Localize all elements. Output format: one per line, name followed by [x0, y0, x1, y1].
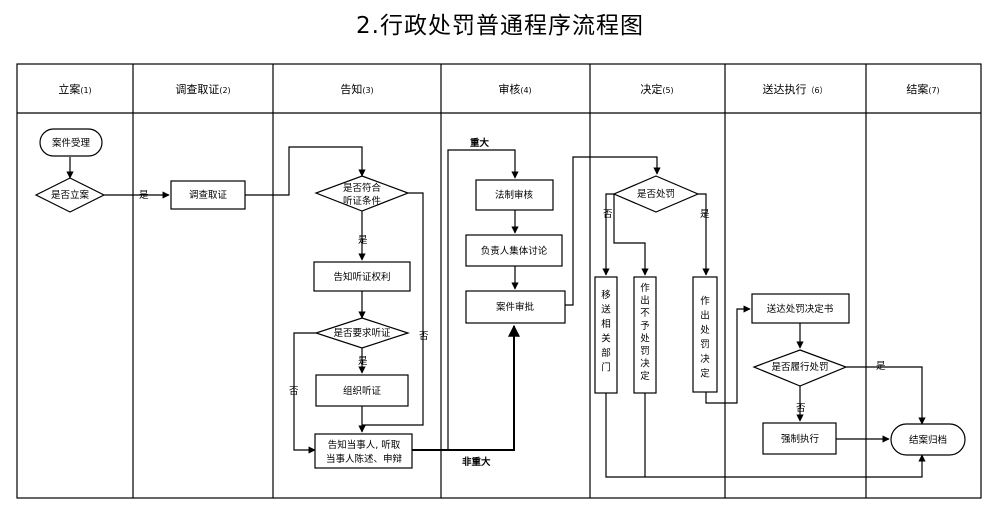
- edge-label-no-punish: 否: [603, 209, 613, 220]
- lane-header-closing: 结案(7): [906, 82, 939, 96]
- label-punish-char: 决: [700, 353, 710, 365]
- label-deliver: 送达处罚决定书: [767, 303, 834, 315]
- label-file-case: 是否立案: [51, 189, 90, 201]
- node-notify-rights: [313, 261, 411, 292]
- label-transfer-char: 门: [601, 362, 611, 374]
- lane-header-notification: 告知(3): [340, 82, 373, 96]
- edge-label-yes-file: 是: [139, 190, 149, 201]
- edge-punish-no-nopunish: [613, 194, 649, 276]
- edge-label-no-hearing: 否: [419, 331, 429, 342]
- label-punish-char: 处: [700, 324, 710, 336]
- edge-transfer-to-close: [605, 393, 926, 478]
- edge-punish-to-deliver: [705, 305, 751, 404]
- label-enforce: 强制执行: [781, 433, 820, 445]
- lane-header-execution: 送达执行（6）: [762, 82, 827, 96]
- label-no-punish-char: 处: [640, 332, 650, 344]
- lane-header-filing: 立案(1): [58, 82, 91, 96]
- node-hearing-cond: [314, 175, 410, 212]
- node-punish: [692, 276, 718, 393]
- label-whether-perform: 是否履行处罚: [771, 361, 828, 373]
- label-accept: 案件受理: [52, 137, 91, 149]
- lane-header-review: 审核(4): [498, 82, 531, 96]
- swimlane-frame: [16, 63, 982, 499]
- label-no-punish-char: 定: [640, 370, 650, 382]
- node-organize-hearing: [315, 374, 409, 407]
- node-transfer: [594, 276, 618, 394]
- label-transfer-char: 关: [601, 333, 611, 345]
- edge-labels: 是 是 是 否 否 重大 非重大 否 是 是 否: [139, 137, 886, 468]
- page-title: 2.行政处罚普通程序流程图: [356, 13, 644, 39]
- edge-label-yes-perform: 是: [876, 361, 886, 372]
- edge-approval-to-punish: [565, 156, 661, 306]
- label-organize-hearing: 组织听证: [343, 385, 382, 397]
- edge-label-yes-hearing: 是: [358, 235, 368, 246]
- label-notify-party-1: 告知当事人, 听取: [328, 439, 401, 451]
- label-transfer-char: 移: [601, 289, 611, 301]
- node-group-discussion: [465, 234, 563, 267]
- label-investigate: 调查取证: [189, 189, 228, 201]
- node-legal-review: [475, 179, 554, 211]
- label-hearing-cond-2: 听证条件: [343, 195, 382, 207]
- label-whether-punish: 是否处罚: [637, 188, 675, 200]
- lane-headers: 立案(1) 调查取证(2) 告知(3) 审核(4) 决定(5) 送达执行（6） …: [58, 82, 939, 96]
- node-labels: 案件受理 是否立案 调查取证 是否符合 听证条件 告知听证权利 是否要求听证 组…: [51, 137, 947, 465]
- edge-label-no-request: 否: [289, 386, 299, 397]
- edge-non-major: [412, 324, 520, 451]
- label-notify-party-2: 当事人陈述、申辩: [326, 453, 403, 465]
- node-file-case: [34, 177, 106, 213]
- label-no-punish-char: 罚: [640, 346, 650, 357]
- label-legal-review: 法制审核: [495, 189, 534, 201]
- label-punish-char: 定: [700, 368, 710, 380]
- label-close: 结案归档: [909, 434, 947, 446]
- label-no-punish-char: 不: [640, 308, 650, 319]
- label-transfer-char: 相: [601, 318, 611, 330]
- label-no-punish-char: 决: [640, 358, 650, 370]
- label-case-approval: 案件审批: [496, 301, 535, 313]
- edge-label-non-major: 非重大: [462, 456, 491, 468]
- label-group-discussion: 负责人集体讨论: [481, 245, 548, 257]
- edge-perform-yes: [846, 366, 926, 425]
- edge-label-major: 重大: [470, 137, 490, 149]
- edge-hearing-cond-no: [362, 192, 424, 426]
- lane-header-decision: 决定(5): [640, 82, 673, 96]
- label-no-punish-char: 予: [640, 321, 650, 332]
- node-close: [890, 423, 966, 456]
- edge-punish-no-transfer: [602, 193, 614, 276]
- node-notify-party: [314, 433, 413, 469]
- label-no-punish-char: 作: [640, 282, 650, 294]
- node-enforce: [762, 422, 837, 455]
- node-whether-punish: [612, 175, 700, 213]
- label-request-hearing: 是否要求听证: [333, 327, 391, 339]
- label-transfer-char: 部: [601, 347, 611, 359]
- edge-punish-yes: [698, 193, 710, 276]
- edge-label-yes-punish: 是: [700, 209, 710, 220]
- label-punish-char: 作: [700, 295, 710, 307]
- node-accept: [39, 128, 103, 157]
- label-no-punish-char: 出: [640, 295, 650, 307]
- node-request-hearing: [314, 317, 410, 349]
- node-case-approval: [465, 290, 566, 324]
- connectors: [66, 146, 926, 478]
- node-no-punish: [633, 276, 657, 394]
- edge-request-no: [293, 332, 316, 454]
- edge-label-no-perform: 否: [796, 403, 806, 414]
- edge-label-yes-request: 是: [358, 356, 368, 367]
- label-notify-rights: 告知听证权利: [333, 271, 390, 283]
- node-deliver: [751, 293, 850, 324]
- node-investigate: [170, 180, 246, 210]
- label-punish-char: 出: [700, 310, 710, 322]
- label-punish-char: 罚: [700, 340, 710, 351]
- label-hearing-cond-1: 是否符合: [343, 182, 382, 194]
- lane-header-investigation: 调查取证(2): [175, 82, 230, 96]
- node-whether-perform: [752, 349, 848, 387]
- label-transfer-char: 送: [601, 304, 611, 316]
- edge-investigate-to-hearing-cond: [245, 146, 366, 196]
